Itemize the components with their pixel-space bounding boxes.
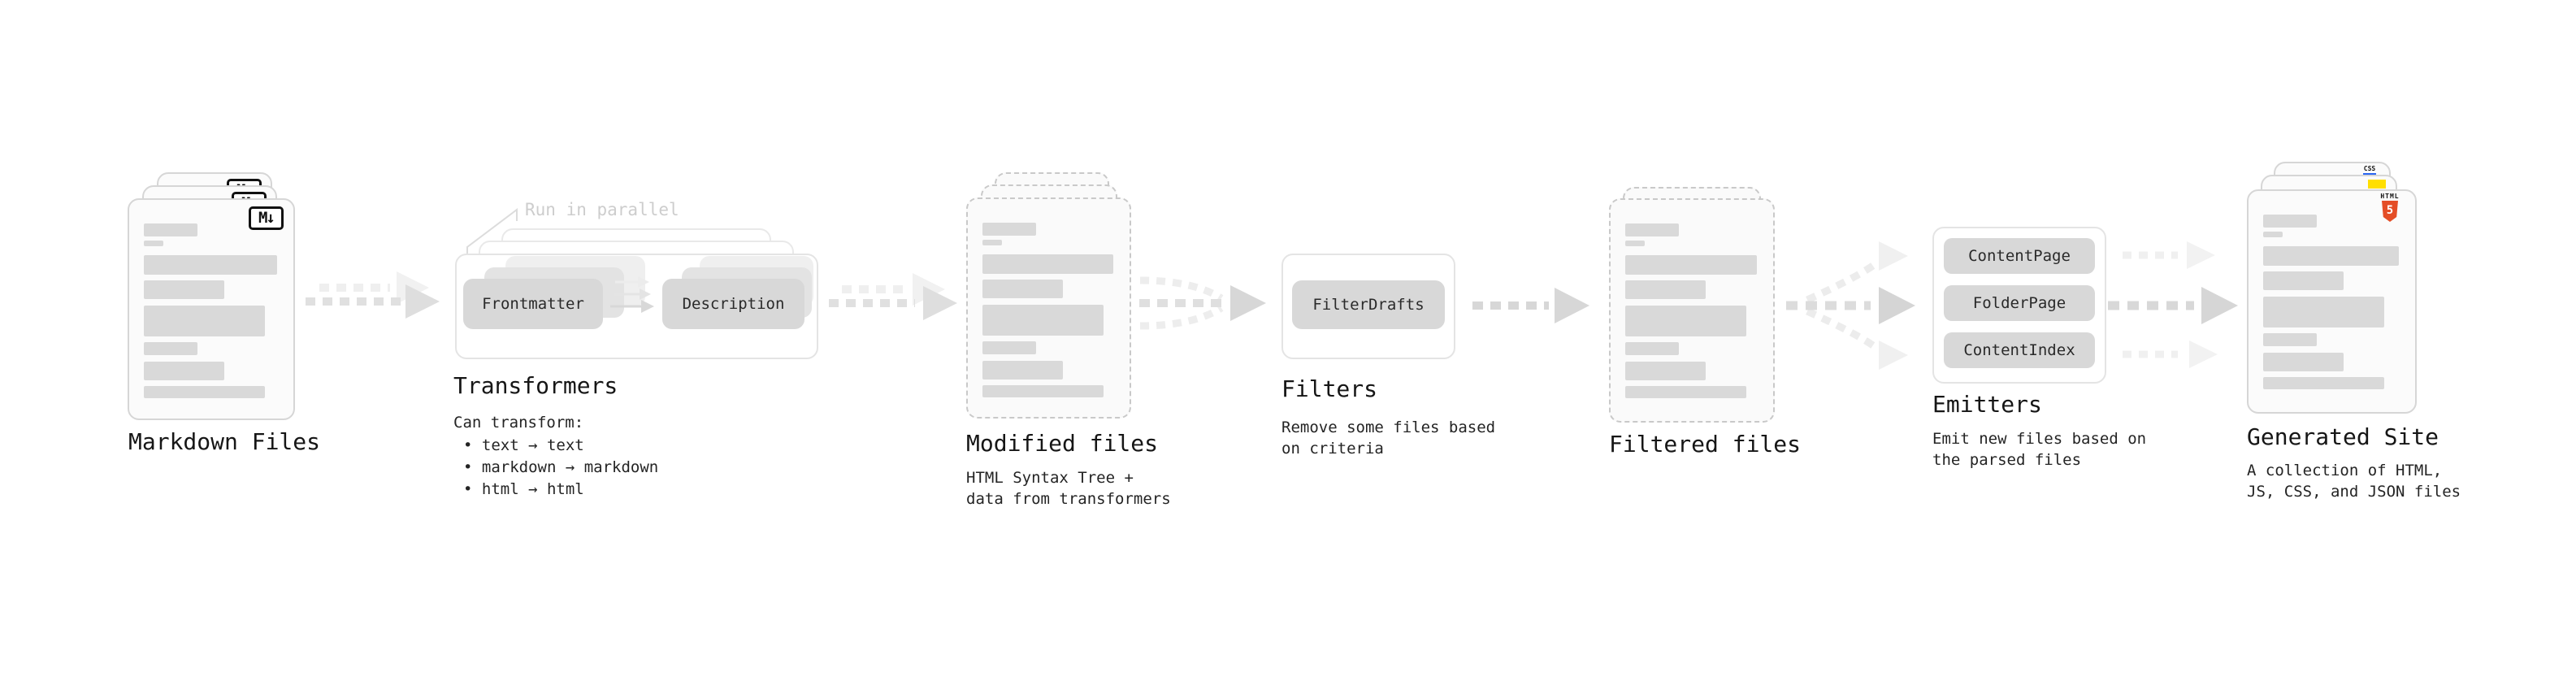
- filtered-file-card-front: [1609, 198, 1775, 423]
- doc-text-bar: [1625, 362, 1706, 380]
- arrow-filtered-to-emitters: [1786, 241, 1915, 370]
- stage-description: Remove some files based: [1281, 419, 1496, 436]
- filterdrafts-pill: FilterDrafts: [1292, 280, 1445, 329]
- html5-shield: 5: [2382, 201, 2398, 222]
- doc-text-bar: [2263, 246, 2399, 266]
- doc-text-bar: [1625, 306, 1746, 336]
- doc-text-bar: [144, 386, 265, 398]
- arrow-filters-to-filtered: [1472, 288, 1589, 323]
- description-pill: Description: [662, 279, 804, 329]
- stage-title-markdown-files: Markdown Files: [128, 428, 321, 455]
- doc-text-bar: [144, 362, 224, 380]
- stage-title-filtered-files: Filtered files: [1609, 431, 1802, 458]
- doc-text-bar: [2263, 353, 2344, 371]
- doc-text-bar: [144, 280, 224, 299]
- doc-text-bar: [2263, 333, 2317, 346]
- run-in-parallel-callout-line: [466, 207, 518, 258]
- doc-text-bar: [2263, 271, 2344, 290]
- doc-text-bar: [982, 280, 1063, 298]
- css-icon: CSS: [2362, 166, 2377, 176]
- stage-description: data from transformers: [966, 490, 1171, 508]
- run-in-parallel-note: Run in parallel: [525, 200, 679, 219]
- modified-file-card-front: [966, 197, 1131, 419]
- contentpage-pill: ContentPage: [1944, 238, 2095, 274]
- stage-title-emitters: Emitters: [1932, 391, 2042, 418]
- doc-text-bar: [982, 341, 1036, 354]
- stage-description: A collection of HTML,: [2247, 462, 2443, 479]
- doc-text-bar: [144, 241, 163, 246]
- stage-description: JS, CSS, and JSON files: [2247, 483, 2461, 501]
- doc-text-bar: [144, 342, 197, 355]
- transform-bullet: • text → text: [463, 436, 584, 454]
- arrow-markdown-to-transformers: [306, 271, 440, 319]
- stage-title-modified-files: Modified files: [966, 430, 1159, 457]
- folderpage-pill: FolderPage: [1944, 285, 2095, 321]
- doc-text-bar: [982, 305, 1104, 336]
- doc-text-bar: [1625, 223, 1679, 236]
- arrow-transformers-to-modified: [829, 273, 957, 320]
- markdown-file-card-front: M↓: [128, 198, 295, 420]
- markdown-icon: M↓: [249, 206, 284, 230]
- doc-text-bar: [2263, 297, 2384, 327]
- stage-title-filters: Filters: [1281, 375, 1378, 402]
- doc-text-bar: [144, 223, 197, 236]
- doc-text-bar: [2263, 215, 2317, 228]
- doc-text-bar: [982, 223, 1036, 236]
- stage-description: Can transform:: [453, 414, 584, 432]
- doc-text-bar: [2263, 232, 2283, 237]
- doc-text-bar: [1625, 386, 1746, 398]
- stage-description: Emit new files based on: [1932, 430, 2147, 448]
- contentindex-pill: ContentIndex: [1944, 332, 2095, 368]
- frontmatter-pill: Frontmatter: [463, 279, 603, 329]
- stage-title-generated-site: Generated Site: [2247, 423, 2439, 450]
- doc-text-bar: [982, 385, 1104, 397]
- generated-file-card-front: HTML 5: [2247, 189, 2417, 414]
- stage-title-transformers: Transformers: [453, 372, 618, 399]
- doc-text-bar: [1625, 280, 1706, 299]
- stage-description: the parsed files: [1932, 451, 2082, 469]
- css-icon-label: CSS: [2363, 165, 2376, 172]
- doc-text-bar: [1625, 342, 1679, 355]
- transform-bullet: • markdown → markdown: [463, 458, 659, 476]
- doc-text-bar: [1625, 241, 1645, 246]
- transform-bullet: • html → html: [463, 480, 584, 498]
- stage-description: on criteria: [1281, 440, 1384, 458]
- doc-text-bar: [982, 240, 1002, 245]
- css-icon-underline: [2363, 173, 2376, 176]
- doc-text-bar: [1625, 255, 1757, 275]
- js-icon: [2368, 180, 2386, 189]
- arrow-modified-to-filters: [1139, 276, 1266, 330]
- doc-text-bar: [982, 254, 1113, 274]
- doc-text-bar: [2263, 377, 2384, 389]
- doc-text-bar: [982, 361, 1063, 380]
- stage-description: HTML Syntax Tree +: [966, 469, 1134, 487]
- doc-text-bar: [144, 255, 277, 275]
- arrow-emitters-to-generated: [2108, 241, 2238, 368]
- html5-icon: HTML 5: [2375, 193, 2405, 222]
- html5-icon-label: HTML: [2380, 193, 2400, 200]
- doc-text-bar: [144, 306, 265, 336]
